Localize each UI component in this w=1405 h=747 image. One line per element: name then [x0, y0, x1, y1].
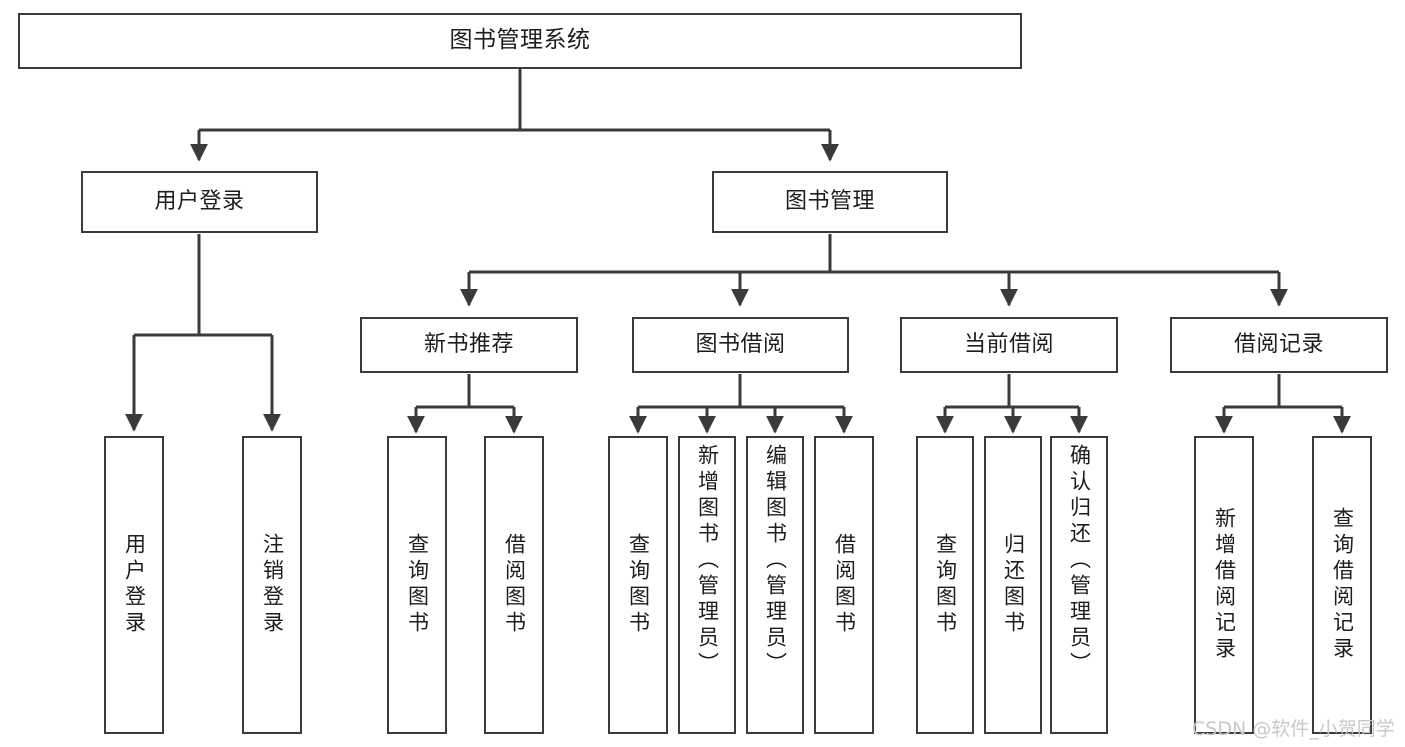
node-user-login[interactable]: 用户登录: [81, 171, 318, 233]
node-leaf-add-record[interactable]: 新增借阅记录: [1194, 436, 1254, 734]
node-leaf-query-book-3[interactable]: 查询图书: [916, 436, 974, 734]
node-label: 图书管理系统: [449, 27, 591, 54]
node-label: 确认归还（管理员）: [1067, 444, 1092, 678]
node-book-management[interactable]: 图书管理: [712, 171, 948, 233]
node-label: 借阅记录: [1233, 331, 1324, 357]
node-label: 借阅图书: [832, 533, 857, 637]
node-leaf-user-login[interactable]: 用户登录: [104, 436, 164, 734]
node-leaf-borrow-book-2[interactable]: 借阅图书: [814, 436, 874, 734]
node-leaf-return-book[interactable]: 归还图书: [984, 436, 1042, 734]
node-label: 查询图书: [405, 533, 430, 637]
node-label: 查询图书: [626, 533, 651, 637]
node-leaf-add-book[interactable]: 新增图书（管理员）: [678, 436, 736, 734]
node-leaf-query-book-1[interactable]: 查询图书: [387, 436, 447, 734]
node-label: 编辑图书（管理员）: [763, 444, 788, 678]
node-label: 注销登录: [260, 533, 285, 637]
csdn-watermark: CSDN @软件_小贺同学: [1192, 718, 1395, 740]
node-leaf-query-record[interactable]: 查询借阅记录: [1312, 436, 1372, 734]
node-label: 图书借阅: [695, 331, 786, 357]
node-label: 新增图书（管理员）: [695, 444, 720, 678]
node-book-borrow[interactable]: 图书借阅: [632, 317, 849, 373]
node-leaf-borrow-book-1[interactable]: 借阅图书: [484, 436, 544, 734]
node-label: 用户登录: [122, 533, 147, 637]
node-label: 新书推荐: [423, 331, 514, 357]
node-label: 查询图书: [933, 533, 958, 637]
node-leaf-confirm-return[interactable]: 确认归还（管理员）: [1050, 436, 1108, 734]
node-label: 查询借阅记录: [1330, 507, 1355, 663]
node-leaf-logout-login[interactable]: 注销登录: [242, 436, 302, 734]
node-label: 用户登录: [154, 188, 245, 214]
node-label: 借阅图书: [502, 533, 527, 637]
node-label: 当前借阅: [963, 331, 1054, 357]
node-root-system[interactable]: 图书管理系统: [18, 13, 1022, 69]
node-leaf-query-book-2[interactable]: 查询图书: [608, 436, 668, 734]
node-label: 归还图书: [1001, 533, 1026, 637]
node-new-book-recommend[interactable]: 新书推荐: [360, 317, 578, 373]
node-label: 新增借阅记录: [1212, 507, 1237, 663]
node-label: 图书管理: [784, 188, 875, 214]
node-current-borrow[interactable]: 当前借阅: [900, 317, 1118, 373]
node-borrow-record[interactable]: 借阅记录: [1170, 317, 1388, 373]
node-leaf-edit-book[interactable]: 编辑图书（管理员）: [746, 436, 804, 734]
